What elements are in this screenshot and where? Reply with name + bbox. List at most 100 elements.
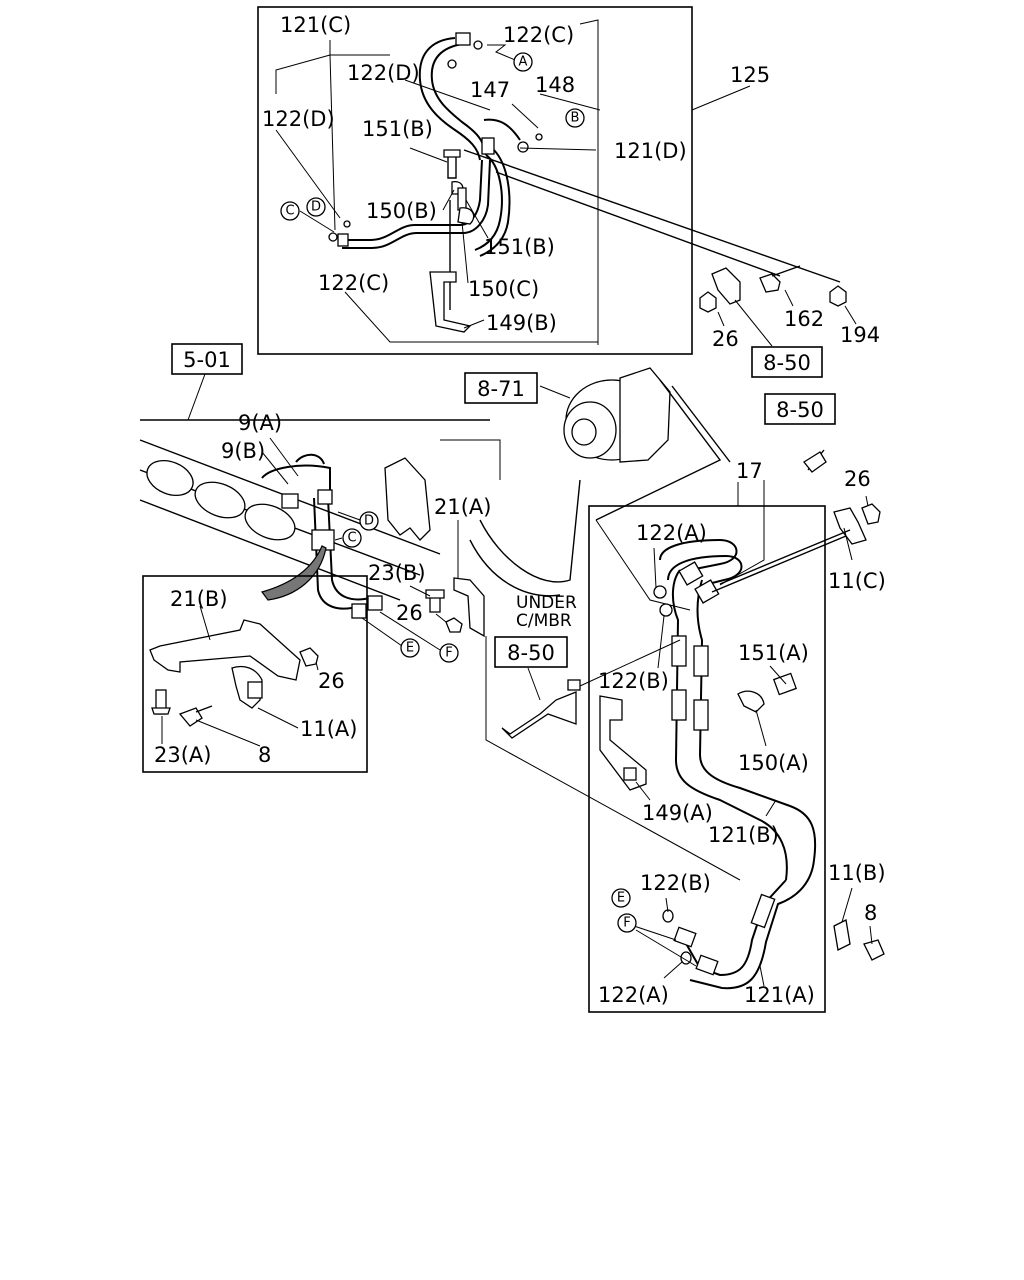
callout-d-top: D — [311, 200, 321, 215]
nut-26-right — [861, 503, 881, 525]
leader-d-mid — [337, 511, 361, 521]
crossmember-under-2 — [469, 539, 561, 597]
zoom-arrow — [260, 545, 327, 601]
label-26-right: 26 — [844, 467, 871, 491]
sleeve-1 — [671, 635, 687, 667]
callout-c-top: C — [285, 204, 294, 219]
leader-9b — [261, 451, 289, 485]
bolt-23b-head — [425, 589, 445, 599]
fitting-148 — [517, 141, 529, 153]
pipe-top-loop-a — [659, 538, 738, 571]
leader-151b-top — [409, 147, 448, 163]
label-122d-b: 122(D) — [262, 107, 335, 131]
bolt-151b-top — [447, 154, 457, 179]
leader-23b — [409, 585, 431, 597]
frame-hole-1 — [146, 460, 194, 496]
bolt-8-right — [863, 939, 885, 961]
label-121c: 121(C) — [280, 13, 351, 37]
label-122b-low: 122(B) — [640, 871, 711, 895]
compressor-head — [619, 367, 671, 463]
label-21a: 21(A) — [434, 495, 491, 519]
label-cmbr: C/MBR — [516, 611, 572, 631]
leader-11a — [257, 707, 299, 729]
label-9a: 9(A) — [238, 411, 282, 435]
bracket-21a-body — [453, 577, 485, 638]
label-26-inset: 26 — [318, 669, 345, 693]
leader-122b-low — [665, 897, 669, 913]
pipe-121a-b — [689, 859, 815, 990]
label-11c: 11(C) — [828, 569, 886, 593]
label-149a: 149(A) — [642, 801, 713, 825]
label-21b: 21(B) — [170, 587, 228, 611]
frame-bracket-shape — [384, 457, 431, 541]
label-122a-low: 122(A) — [598, 983, 669, 1007]
leader-121a — [759, 965, 765, 987]
sleeve-lower — [750, 893, 776, 929]
ref-850-right: 8-50 — [776, 398, 824, 422]
bolt-162-shank — [771, 265, 801, 277]
label-8-inset: 8 — [258, 743, 271, 767]
frame-hole-2 — [194, 481, 246, 519]
top-inset-group — [257, 6, 841, 355]
label-194: 194 — [840, 323, 880, 347]
leader-11b — [841, 887, 853, 923]
fitting-left — [337, 233, 349, 247]
pipe-121d — [474, 118, 521, 251]
leader-122c-top — [487, 44, 521, 63]
bolt-151b-mid — [457, 187, 467, 211]
leader-c-top — [299, 210, 335, 233]
fitting-f-low — [695, 954, 719, 976]
leader-26-top — [717, 311, 725, 327]
top-right-fasteners — [691, 85, 857, 347]
oring-148 — [535, 133, 543, 141]
frame-hole-3 — [244, 503, 296, 541]
leader-121b — [765, 799, 777, 817]
leader-8-inset — [195, 719, 261, 747]
ref-871: 8-71 — [477, 377, 525, 401]
callout-d-mid-circle — [359, 511, 379, 531]
compressor-pulley — [571, 418, 597, 446]
pipe-9b — [261, 464, 331, 500]
leader-850-mid — [527, 667, 541, 701]
nut-26-mid — [445, 617, 463, 633]
label-122c-top: 122(C) — [503, 23, 574, 47]
leader-121d — [519, 147, 597, 151]
callout-f-mid-circle — [439, 643, 459, 663]
callout-f-low: F — [623, 916, 630, 931]
leader-162 — [784, 289, 794, 307]
label-122b-top: 122(B) — [598, 669, 669, 693]
label-151a: 151(A) — [738, 641, 809, 665]
leader-122c-right — [579, 19, 599, 345]
callout-c-mid-circle — [342, 528, 362, 548]
leader-21b — [199, 605, 211, 641]
label-121b: 121(B) — [708, 823, 779, 847]
label-125: 125 — [730, 63, 770, 87]
frame-pipes — [261, 437, 441, 651]
leader-850-to-sleeve — [579, 639, 681, 687]
label-122a-top: 122(A) — [636, 521, 707, 545]
callout-b-circle — [565, 108, 585, 128]
chassis-frame — [139, 373, 581, 601]
ref-501: 5-01 — [183, 348, 231, 372]
leader-147 — [511, 103, 539, 129]
bracket-149a-nut — [623, 767, 637, 781]
callout-e-low: E — [617, 891, 625, 906]
clamp-11b — [833, 919, 851, 951]
leader-c-mid — [334, 537, 343, 541]
label-150a: 150(A) — [738, 751, 809, 775]
callout-e-mid: E — [406, 641, 414, 656]
fitting-e — [351, 603, 367, 619]
ref-box-850-right — [764, 393, 836, 425]
label-151b-top: 151(B) — [362, 117, 433, 141]
right-inset-frame — [588, 505, 826, 1013]
sleeve-4 — [693, 699, 709, 731]
ref-box-501 — [171, 343, 243, 375]
nut-26-top — [699, 291, 717, 313]
label-17: 17 — [736, 459, 763, 483]
crossmember-under — [479, 479, 581, 583]
fitting-f — [367, 595, 383, 611]
leader-871 — [539, 385, 571, 399]
leader-122d-a — [404, 79, 491, 111]
sleeve-3 — [671, 689, 687, 721]
pipe-down-2 — [327, 497, 371, 601]
